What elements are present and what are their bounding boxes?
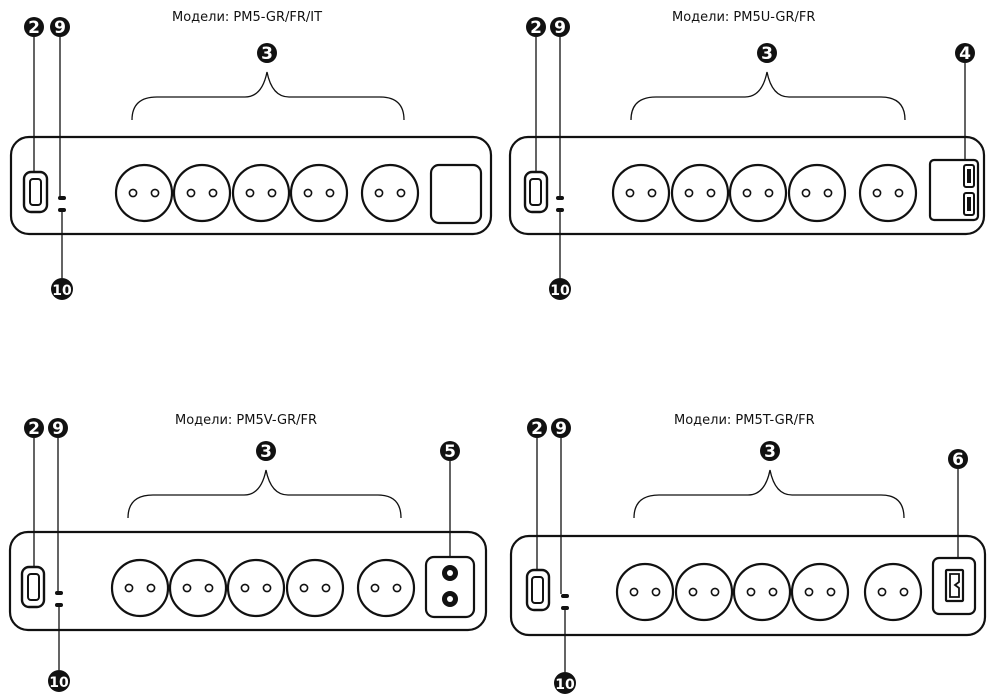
callout-2-badge: 2 [24,418,44,439]
sockets-brace [127,469,402,519]
led-indicator-bottom [55,603,63,607]
led-indicator-top [561,594,569,598]
led-indicator-top [58,196,66,200]
callout-6-badge: 6 [948,449,968,470]
power-switch [22,170,49,214]
callout-10-label: 10 [555,677,575,693]
callout-5-badge: 5 [440,441,460,462]
socket-3 [732,562,792,622]
usb-module [928,158,980,222]
callout-2-label: 2 [28,18,40,38]
power-switch [20,565,46,609]
model-title: Модели: PM5-GR/FR/IT [172,10,322,25]
panel-pm5: Модели: PM5-GR/FR/IT 2 9 3 [9,10,493,300]
callout-10-badge: 10 [48,670,70,692]
socket-4 [790,562,850,622]
socket-2 [670,163,730,223]
callout-3-badge: 3 [757,43,777,64]
callout-2-label: 2 [531,419,543,439]
socket-2 [168,558,228,618]
coax-jack-icon [442,565,458,581]
socket-3 [226,558,286,618]
sockets-brace [131,71,405,121]
sockets-brace [630,71,906,121]
callout-3-badge: 3 [760,441,780,462]
callout-10-label: 10 [49,675,69,691]
socket-2 [674,562,734,622]
led-indicator-bottom [561,606,569,610]
usb-port-icon [963,192,975,216]
socket-3 [728,163,788,223]
socket-4 [285,558,345,618]
led-indicator-top [55,591,63,595]
callout-9-badge: 9 [550,17,570,38]
socket-1 [110,558,170,618]
coax-module [424,555,476,619]
socket-1 [611,163,671,223]
callout-4-badge: 4 [955,43,975,64]
sockets-brace [633,469,905,519]
callout-10-badge: 10 [554,672,576,694]
power-strip-body [509,534,987,637]
callout-3-badge: 3 [256,441,276,462]
callout-9-badge: 9 [48,418,68,439]
callout-10-badge: 10 [51,278,73,300]
socket-4 [787,163,847,223]
callout-9-label: 9 [52,419,64,439]
panel-pm5t: Модели: PM5T-GR/FR 2 9 3 6 [509,413,987,694]
callout-9-badge: 9 [50,17,70,38]
callout-5-label: 5 [444,442,456,462]
callout-3-badge: 3 [257,43,277,64]
callout-2-label: 2 [28,419,40,439]
callout-2-badge: 2 [526,17,546,38]
panel-pm5v: Модели: PM5V-GR/FR 2 9 3 5 [8,413,488,692]
socket-2 [172,163,232,223]
socket-3 [231,163,291,223]
callout-4-label: 4 [959,44,971,64]
power-strip-body [9,135,493,236]
coax-jack-icon [442,591,458,607]
led-indicator-bottom [58,208,66,212]
model-title: Модели: PM5U-GR/FR [672,10,815,25]
callout-9-label: 9 [555,419,567,439]
socket-5 [360,163,420,223]
socket-5 [863,562,923,622]
callout-2-badge: 2 [527,418,547,439]
callout-3-label: 3 [261,44,273,64]
rj-module [931,556,977,616]
socket-4 [289,163,349,223]
power-strip-body [508,135,986,236]
callout-2-badge: 2 [24,17,44,38]
usb-port-icon [963,164,975,188]
blank-module [429,163,483,225]
socket-1 [114,163,174,223]
callout-3-label: 3 [761,44,773,64]
callout-9-badge: 9 [551,418,571,439]
rj11-port-icon [944,568,965,603]
model-title: Модели: PM5T-GR/FR [674,413,815,428]
socket-5 [356,558,416,618]
led-indicator-top [556,196,564,200]
power-strip-body [8,530,488,632]
power-switch [525,568,551,612]
power-switch [523,170,549,214]
callout-6-label: 6 [952,450,964,470]
callout-10-label: 10 [52,283,72,299]
callout-3-label: 3 [764,442,776,462]
callout-2-label: 2 [530,18,542,38]
callout-10-label: 10 [550,283,570,299]
socket-1 [615,562,675,622]
callout-10-badge: 10 [549,278,571,300]
socket-5 [858,163,918,223]
led-indicator-bottom [556,208,564,212]
panel-pm5u: Модели: PM5U-GR/FR 2 9 3 4 [508,10,986,300]
callout-9-label: 9 [54,18,66,38]
callout-9-label: 9 [554,18,566,38]
callout-3-label: 3 [260,442,272,462]
model-title: Модели: PM5V-GR/FR [175,413,317,428]
